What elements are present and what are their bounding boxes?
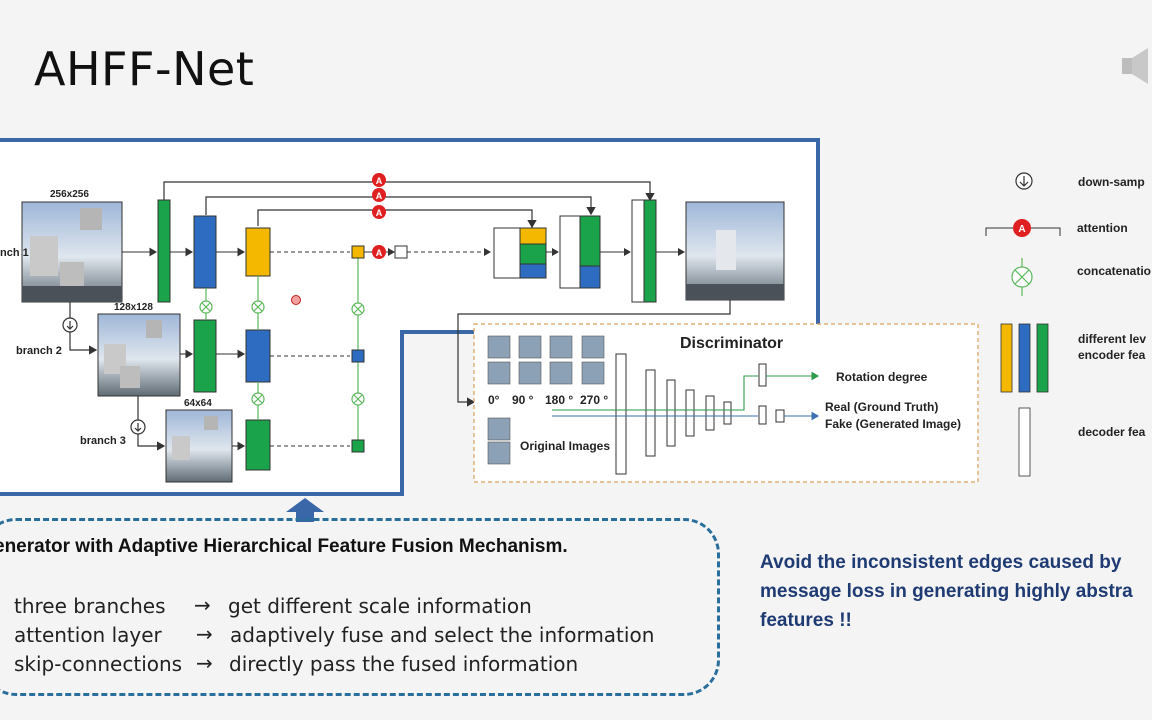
svg-text:A: A bbox=[376, 248, 383, 258]
angle-label-0: 0° bbox=[488, 393, 500, 407]
bullet-term: skip-connections bbox=[14, 652, 183, 676]
output-real-label: Real (Ground Truth) bbox=[825, 400, 938, 414]
concatenation-icon bbox=[199, 258, 365, 446]
generator-connectors bbox=[122, 247, 350, 451]
cursor-marker bbox=[291, 295, 301, 305]
down-sample-icon bbox=[62, 302, 166, 451]
speaker-icon[interactable] bbox=[1118, 44, 1152, 90]
arrow-icon: → bbox=[196, 622, 213, 646]
legend-encoder-line1: different lev bbox=[1078, 332, 1146, 346]
bullet-desc: directly pass the fused information bbox=[229, 652, 579, 676]
input-image-128 bbox=[97, 313, 181, 397]
svg-text:A: A bbox=[1018, 224, 1025, 235]
bullet-term: attention layer bbox=[14, 623, 162, 647]
input-image-256 bbox=[21, 201, 123, 303]
bullet-desc: adaptively fuse and select the informati… bbox=[230, 623, 655, 647]
original-images-label: Original Images bbox=[520, 439, 610, 453]
decoder-layers bbox=[493, 199, 685, 303]
output-rotation-label: Rotation degree bbox=[836, 370, 928, 384]
encoder-layers bbox=[157, 199, 271, 471]
callout-arrow-icon bbox=[286, 498, 324, 522]
branch-label-1: nch 1 bbox=[0, 247, 29, 259]
generator-to-discriminator-link bbox=[457, 300, 731, 407]
legend-encoder-line2: encoder fea bbox=[1078, 348, 1146, 362]
svg-text:A: A bbox=[376, 176, 383, 186]
discriminator-flows bbox=[552, 371, 820, 421]
angle-label-90: 90 ° bbox=[512, 393, 534, 407]
callout-box bbox=[0, 518, 720, 696]
output-fake-label: Fake (Generated Image) bbox=[825, 417, 961, 431]
note-line: message loss in generating highly abstra bbox=[760, 581, 1133, 602]
arrow-icon: → bbox=[194, 593, 211, 617]
note-line: features !! bbox=[760, 610, 852, 631]
angle-label-180: 180 ° bbox=[545, 393, 573, 407]
branch-label-3: branch 3 bbox=[80, 435, 126, 447]
discriminator-title: Discriminator bbox=[680, 335, 783, 352]
svg-text:A: A bbox=[376, 191, 383, 201]
attention-icon: A A A bbox=[372, 173, 386, 219]
angle-label-270: 270 ° bbox=[580, 393, 608, 407]
note-text: Avoid the inconsistent edges caused by m… bbox=[760, 548, 1152, 635]
bullet-term: three branches bbox=[14, 594, 166, 618]
fusion-nodes: A bbox=[351, 245, 491, 453]
legend-decoder: decoder fea bbox=[1078, 425, 1146, 439]
bullet-desc: get different scale information bbox=[228, 594, 532, 618]
discriminator-layers bbox=[615, 353, 785, 475]
size-label-128: 128x128 bbox=[114, 302, 153, 313]
slide-title: AHFF-Net bbox=[34, 42, 255, 96]
legend-concatenation: concatenatio bbox=[1077, 264, 1151, 278]
size-label-256: 256x256 bbox=[50, 189, 89, 200]
legend-attention: attention bbox=[1077, 221, 1128, 235]
legend: A bbox=[985, 172, 1061, 477]
note-line: Avoid the inconsistent edges caused by bbox=[760, 552, 1122, 573]
size-label-64: 64x64 bbox=[184, 398, 212, 409]
callout-title: enerator with Adaptive Hierarchical Feat… bbox=[0, 536, 568, 557]
rotated-image-grid bbox=[487, 335, 605, 465]
branch-label-2: branch 2 bbox=[16, 345, 62, 357]
input-image-64 bbox=[165, 409, 233, 483]
output-image bbox=[685, 201, 785, 301]
arrow-icon: → bbox=[196, 651, 213, 675]
svg-text:A: A bbox=[376, 208, 383, 218]
skip-connections bbox=[163, 181, 655, 229]
legend-down-sample: down-samp bbox=[1078, 175, 1145, 189]
